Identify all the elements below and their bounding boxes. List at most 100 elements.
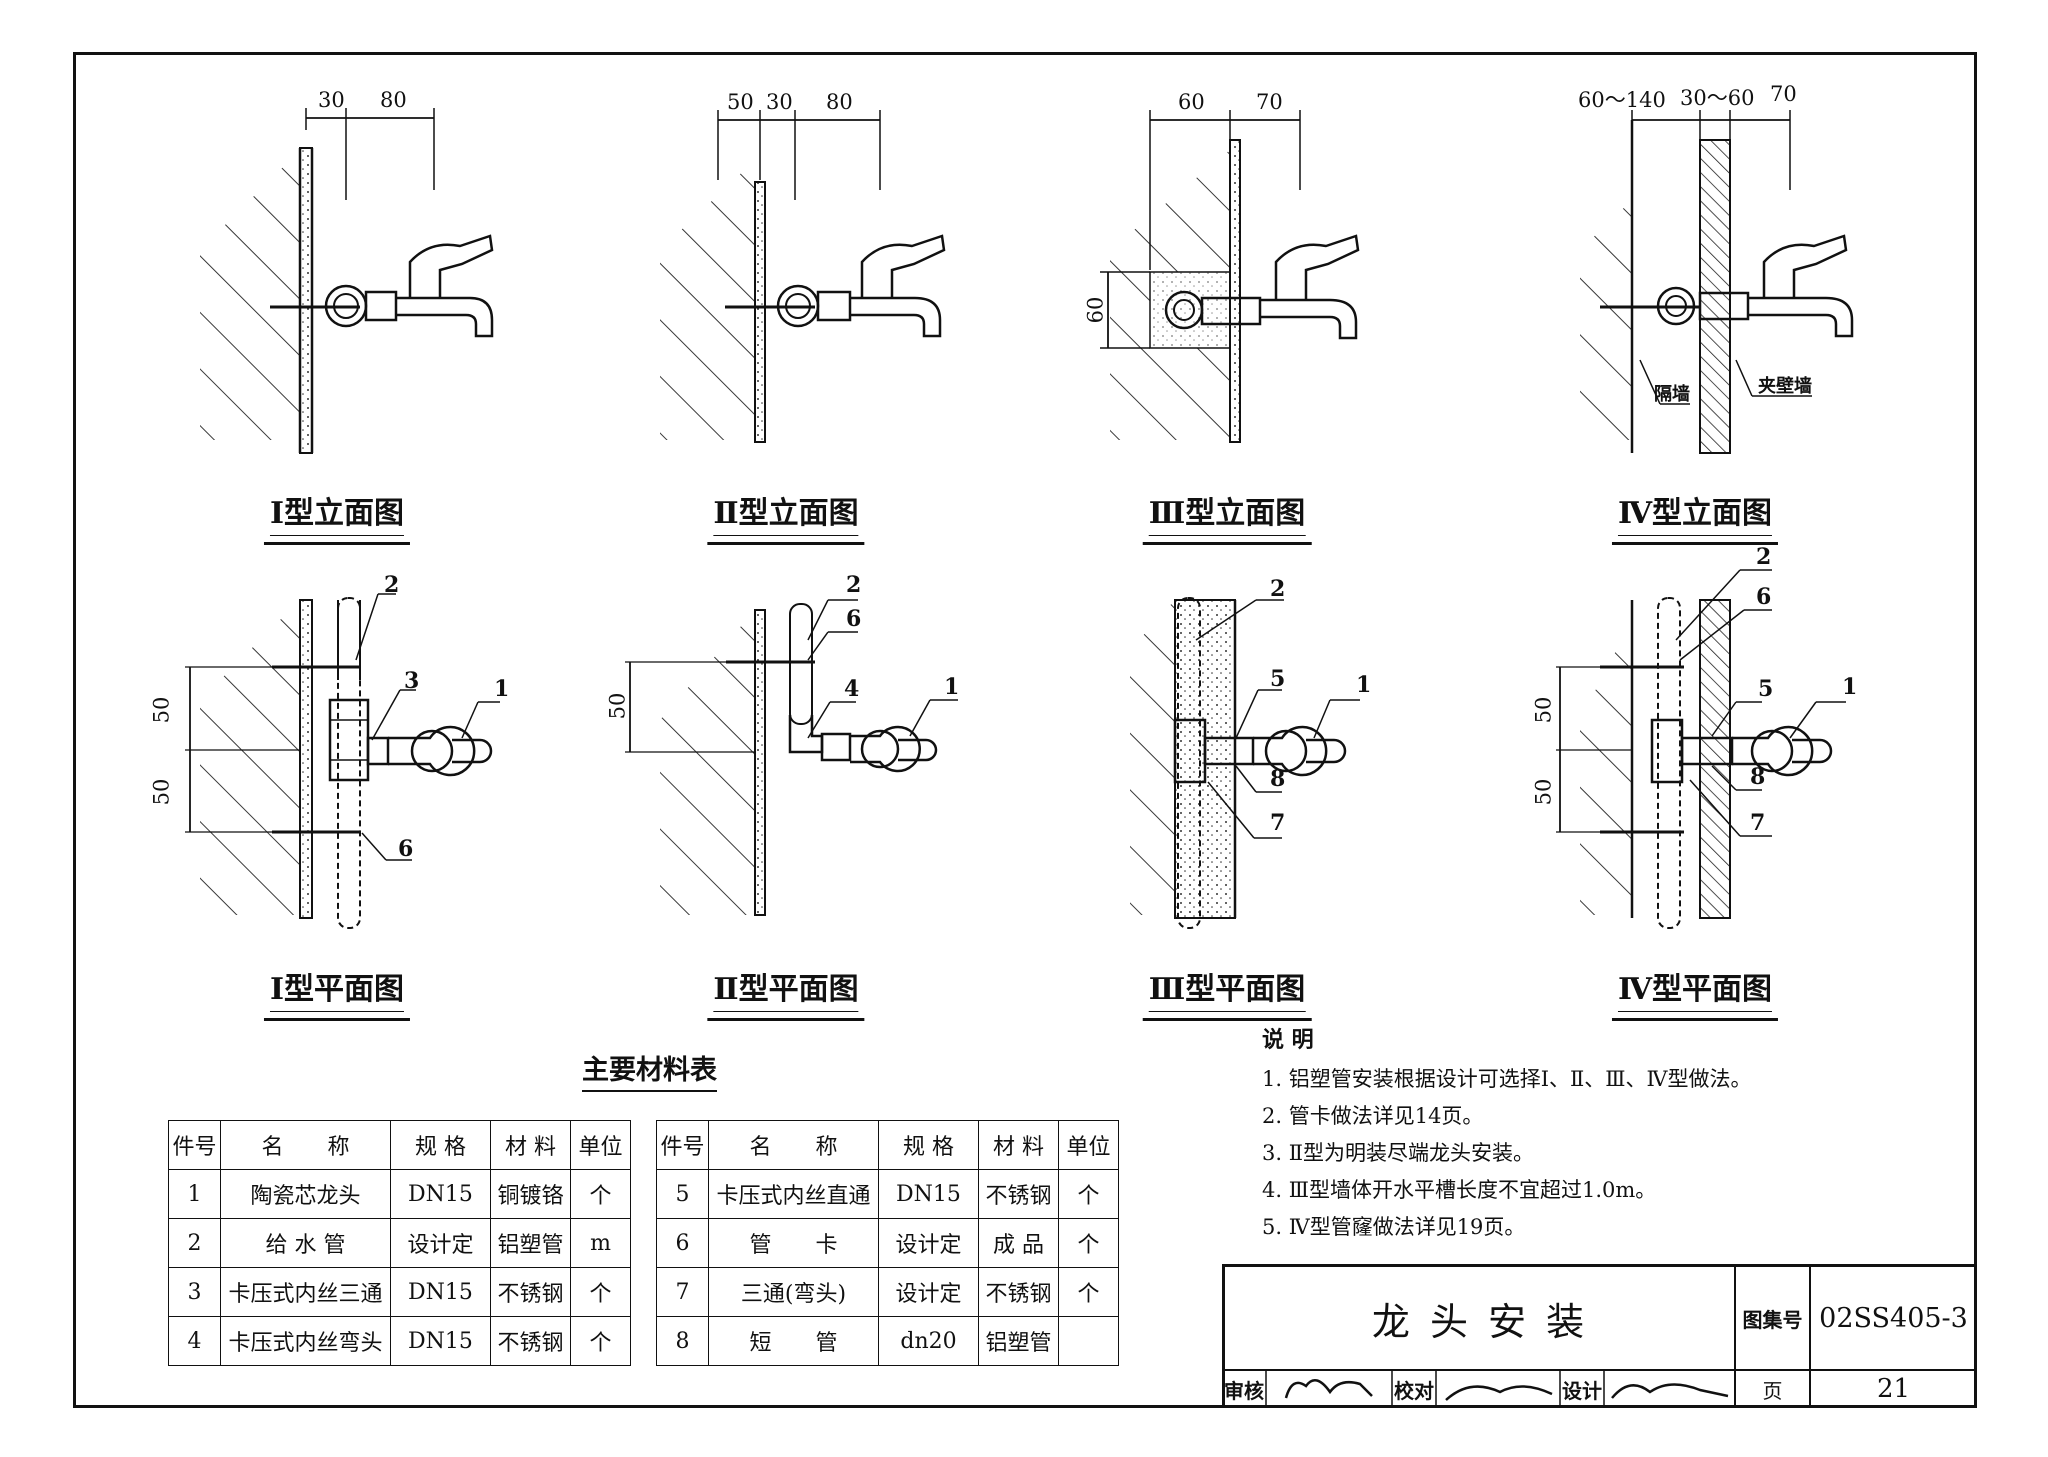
dimension-label: 80	[826, 90, 853, 114]
title-block-lines	[1222, 1264, 1977, 1408]
callout-number: 2	[846, 572, 862, 598]
column-header: 名 称	[708, 1120, 879, 1170]
dimension-label: 80	[380, 88, 407, 112]
dimension-label: 50	[1531, 696, 1556, 724]
column-header: 件号	[168, 1120, 221, 1170]
plan-2-title: Ⅱ型平面图	[707, 964, 865, 1021]
title-block	[1222, 1264, 1977, 1408]
table-row: 7 三通(弯头) 设计定 不锈钢 个	[656, 1267, 1119, 1317]
table-cell: 卡压式内丝直通	[708, 1169, 879, 1219]
plan-3	[1130, 597, 1360, 929]
callout-number: 5	[1758, 676, 1774, 702]
table-row: 1 陶瓷芯龙头 DN15 铜镀铬 个	[168, 1169, 631, 1219]
dimension-label: 60	[1083, 296, 1108, 324]
table-row: 8 短 管 dn20 铝塑管	[656, 1316, 1119, 1366]
table-cell: 个	[1058, 1267, 1119, 1317]
column-header: 材 料	[978, 1120, 1059, 1170]
table-cell: 设计定	[390, 1218, 491, 1268]
table-cell: 个	[570, 1316, 631, 1366]
table-row: 5 卡压式内丝直通 DN15 不锈钢 个	[656, 1169, 1119, 1219]
table-cell: 1	[168, 1169, 221, 1219]
plan-4	[1556, 569, 1846, 929]
table-row: 2 给 水 管 设计定 铝塑管 m	[168, 1218, 631, 1268]
elevation-1-title: Ⅰ型立面图	[263, 488, 411, 545]
plan-3-title: Ⅲ型平面图	[1142, 964, 1312, 1021]
table-cell: 卡压式内丝弯头	[220, 1316, 391, 1366]
table-cell: 个	[1058, 1169, 1119, 1219]
callout-number: 6	[1756, 584, 1772, 610]
table-cell: DN15	[390, 1169, 491, 1219]
table-cell: 给 水 管	[220, 1218, 391, 1268]
table-cell: 2	[168, 1218, 221, 1268]
elevation-3-title: Ⅲ型立面图	[1142, 488, 1312, 545]
table-cell: DN15	[390, 1267, 491, 1317]
callout-number: 1	[1356, 672, 1372, 698]
note-item: 2. 管卡做法详见14页。	[1262, 1104, 1484, 1128]
callout-number: 8	[1750, 764, 1766, 790]
notes-title: 说 明	[1262, 1027, 1314, 1053]
dimension-label: 30～60	[1680, 86, 1755, 110]
plan-1	[185, 593, 500, 929]
dimension-label: 50	[727, 90, 754, 114]
table-cell: 不锈钢	[978, 1267, 1059, 1317]
dimension-label: 50	[1531, 778, 1556, 806]
table-cell: dn20	[878, 1316, 979, 1366]
column-header: 材 料	[490, 1120, 571, 1170]
table-row: 3 卡压式内丝三通 DN15 不锈钢 个	[168, 1267, 631, 1317]
drawing-title: 龙 头 安 装	[1371, 1300, 1589, 1344]
callout-number: 6	[846, 606, 862, 632]
dimension-label: 50	[149, 778, 174, 806]
table-cell: 个	[570, 1267, 631, 1317]
callout-number: 3	[404, 668, 420, 694]
table-cell: 短 管	[708, 1316, 879, 1366]
column-header: 单位	[570, 1120, 631, 1170]
dimension-label: 70	[1256, 90, 1283, 114]
column-header: 单位	[1058, 1120, 1119, 1170]
note-item: 5. Ⅳ型管窿做法详见19页。	[1262, 1215, 1526, 1239]
table-cell: 成 品	[978, 1218, 1059, 1268]
table-cell	[1058, 1316, 1119, 1366]
atlas-number: 02SS405-3	[1819, 1303, 1968, 1334]
table-cell: 4	[168, 1316, 221, 1366]
note-item: 3. Ⅱ型为明装尽端龙头安装。	[1262, 1141, 1534, 1165]
dimension-label: 60	[1178, 90, 1205, 114]
plan-2	[625, 599, 958, 916]
drawing-frame	[73, 52, 1977, 1408]
callout-number: 7	[1270, 810, 1286, 836]
callout-number: 8	[1270, 766, 1286, 792]
elevation-2-title: Ⅱ型立面图	[707, 488, 865, 545]
callout-number: 6	[398, 836, 414, 862]
partition-wall-label: 隔墙	[1654, 384, 1690, 405]
plan-4-title: Ⅳ型平面图	[1611, 964, 1779, 1021]
table-cell: 铝塑管	[978, 1316, 1059, 1366]
callout-number: 2	[384, 572, 400, 598]
table-cell: 设计定	[878, 1267, 979, 1317]
dimension-label: 50	[149, 696, 174, 724]
table-cell: 不锈钢	[978, 1169, 1059, 1219]
callout-number: 7	[1750, 810, 1766, 836]
elevation-4	[1580, 110, 1854, 454]
elevation-4-title: Ⅳ型立面图	[1611, 488, 1779, 545]
callout-number: 2	[1270, 576, 1286, 602]
sandwich-wall-label: 夹壁墙	[1758, 376, 1812, 397]
notes-section: 说 明 1. 铝塑管安装根据设计可选择Ⅰ、Ⅱ、Ⅲ、Ⅳ型做法。 2. 管卡做法详见…	[1262, 1022, 1752, 1246]
atlas-number-label: 图集号	[1742, 1308, 1803, 1332]
callout-number: 1	[494, 676, 510, 702]
callout-number: 5	[1270, 666, 1286, 692]
callout-number: 1	[1842, 674, 1858, 700]
dimension-label: 50	[605, 692, 630, 720]
table-row: 4 卡压式内丝弯头 DN15 不锈钢 个	[168, 1316, 631, 1366]
column-header: 规 格	[390, 1120, 491, 1170]
table-cell: 个	[1058, 1218, 1119, 1268]
elevation-1	[200, 108, 494, 454]
column-header: 名 称	[220, 1120, 391, 1170]
dimension-label: 60～140	[1578, 88, 1666, 112]
table-cell: 6	[656, 1218, 709, 1268]
page-number: 21	[1876, 1374, 1911, 1404]
table-cell: 管 卡	[708, 1218, 879, 1268]
table-cell: DN15	[878, 1169, 979, 1219]
page-label: 页	[1762, 1378, 1783, 1403]
table-header-row: 件号 名 称 规 格 材 料 单位	[656, 1120, 1119, 1170]
